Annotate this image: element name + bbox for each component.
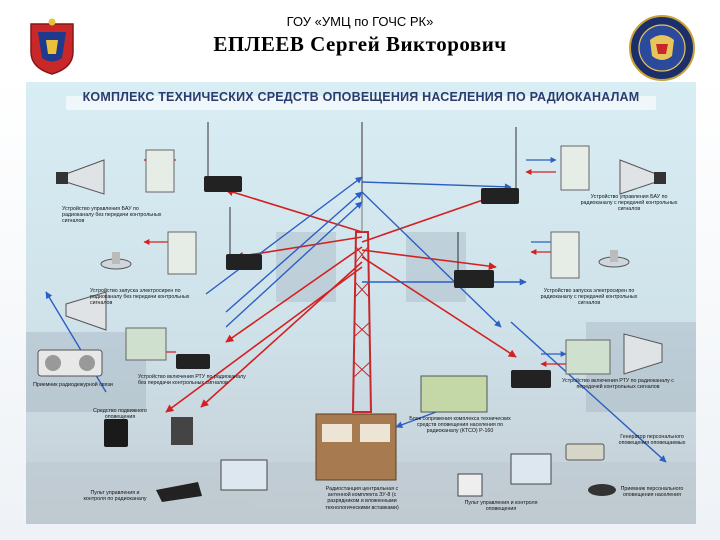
radio-station-left-mid-icon (226, 254, 262, 270)
rtu-cabinet-left-icon (125, 327, 167, 361)
rack-panel-icon (322, 424, 352, 442)
caption-left-rtu: Устройство включения РТУ по радиоканалу … (138, 374, 246, 387)
caption-left-speaker: Средство подвижного оповещения (93, 408, 147, 421)
central-mast (351, 122, 373, 413)
radio-station-right-rtu-icon (511, 370, 551, 388)
ktso-block-icon (420, 375, 488, 413)
receiver-speaker-icon (45, 355, 61, 371)
control-console-icon (457, 473, 483, 497)
header: ГОУ «УМЦ по ГОЧС РК» ЕПЛЕЕВ Сергей Викто… (0, 0, 720, 81)
caption-right-generator: Генератор персонального оповещения опове… (618, 434, 686, 447)
radio-left-bottom-icon (171, 417, 193, 445)
central-station-rack-icon (315, 413, 397, 481)
diagram-canvas (26, 96, 696, 524)
diagram-poster: КОМПЛЕКС ТЕХНИЧЕСКИХ СРЕДСТВ ОПОВЕЩЕНИЯ … (26, 82, 696, 524)
caption-left-top: Устройство управления БАУ по радиоканалу… (62, 206, 162, 225)
siren-cabinet-right-icon (550, 231, 580, 279)
horn-speaker-right-top-icon (619, 159, 666, 195)
blue-control-arrows (45, 176, 667, 463)
horn-speaker-left-top-icon (56, 159, 105, 195)
siren-cabinet-left-icon (167, 231, 197, 275)
caption-center-console: Пульт управления и контроля оповещения (464, 500, 538, 513)
caption-left-mid: Устройство запуска электросирен по радио… (90, 288, 190, 307)
presenter-name: ЕПЛЕЕВ Сергей Викторович (213, 32, 507, 56)
caption-center-station: Радиостанция центральная с антенной комп… (325, 486, 399, 511)
caption-right-rtu: Устройство включения РТУ по радиоканалу … (562, 378, 674, 391)
radio-station-right-mid-icon (454, 270, 494, 288)
caption-right-receiver: Приемник персонального оповещения населе… (620, 486, 684, 499)
siren-left-icon (100, 252, 132, 270)
red-signal-arrows (165, 188, 517, 413)
horn-speaker-left-mid-icon (65, 291, 107, 331)
siren-right-icon (598, 250, 630, 268)
caption-left-receiver: Приемник радиодежурной связи (33, 382, 113, 388)
horn-speaker-right-mid-icon (623, 333, 663, 375)
rtu-cabinet-right-icon (565, 339, 611, 375)
title-band (66, 96, 656, 110)
caption-center-complex: Блок сопряжения комплекса технических ср… (409, 416, 511, 435)
poster-title: КОМПЛЕКС ТЕХНИЧЕСКИХ СРЕДСТВ ОПОВЕЩЕНИЯ … (82, 90, 640, 104)
generator-right-icon (565, 443, 605, 461)
radio-station-left-top-icon (204, 176, 242, 192)
coat-of-arms-icon (30, 18, 74, 75)
bau-cabinet-left-top-icon (145, 149, 175, 193)
rack-panel-icon (360, 424, 390, 442)
caption-right-mid: Устройство запуска электросирен по радио… (540, 288, 638, 307)
org-title: ГОУ «УМЦ по ГОЧС РК» (286, 14, 434, 29)
monitor-right-icon (510, 453, 552, 485)
console-left-icon (156, 482, 202, 502)
caption-right-top: Устройство управления БАУ по радиоканалу… (580, 194, 678, 213)
mobile-speaker-icon (104, 419, 128, 447)
pager-receiver-icon (588, 484, 616, 496)
mchs-emblem-icon (629, 15, 695, 81)
caption-left-console: Пульт управления и контроля по радиокана… (83, 490, 147, 503)
monitor-left-icon (220, 459, 268, 491)
bau-cabinet-right-top-icon (560, 145, 590, 191)
receiver-speaker-icon (79, 355, 95, 371)
radio-station-left-rtu-icon (176, 354, 210, 369)
radio-station-right-top-icon (481, 188, 519, 204)
